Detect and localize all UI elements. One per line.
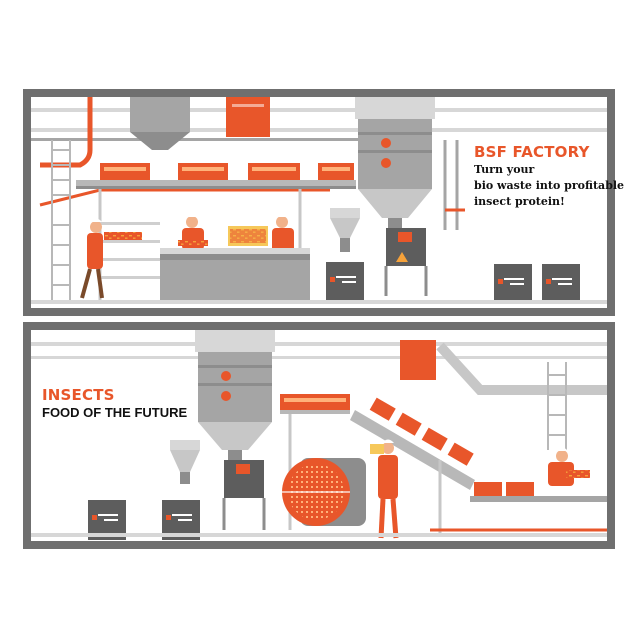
top-panel-line-1: Turn your xyxy=(474,163,535,176)
crate-icon xyxy=(100,163,150,180)
worker-icon xyxy=(548,447,590,486)
worker-icon xyxy=(178,213,208,250)
worker-icon xyxy=(80,218,142,299)
crate-icon xyxy=(318,163,354,180)
crate-icon xyxy=(178,163,228,180)
shelving-rack xyxy=(100,222,160,279)
bottom-panel-subline: FOOD OF THE FUTURE xyxy=(42,405,188,420)
top-panel-line-2: bio waste into profitable xyxy=(474,179,625,192)
crate-icon xyxy=(474,482,534,496)
funnel-machine xyxy=(330,208,360,252)
worker-icon xyxy=(370,439,399,539)
crate-icon xyxy=(280,394,350,410)
crate-icon xyxy=(248,163,300,180)
pipe-icon xyxy=(40,97,93,168)
sack-icon xyxy=(494,264,532,302)
sack-icon xyxy=(326,262,364,302)
top-panel xyxy=(23,89,615,316)
conveyor-icon xyxy=(350,397,475,535)
top-panel-headline: BSF FACTORY xyxy=(474,143,590,161)
top-panel-line-3: insect protein! xyxy=(474,195,565,208)
ladder-icon xyxy=(547,362,567,450)
funnel-machine xyxy=(170,440,200,484)
silo-icon xyxy=(355,97,435,296)
worker-icon xyxy=(228,213,294,252)
ceiling-hopper xyxy=(130,97,190,150)
floor-conveyor xyxy=(470,496,607,502)
silo-icon xyxy=(195,330,275,530)
bottom-panel xyxy=(23,322,615,549)
ladder-icon xyxy=(51,140,71,300)
bottom-panel-headline: INSECTS xyxy=(42,386,115,404)
ceiling-tank xyxy=(226,97,270,137)
sack-icon xyxy=(542,264,580,302)
drum-dryer-icon xyxy=(282,458,366,526)
mezzanine-floor xyxy=(76,180,356,186)
ceiling-tank xyxy=(400,340,436,380)
